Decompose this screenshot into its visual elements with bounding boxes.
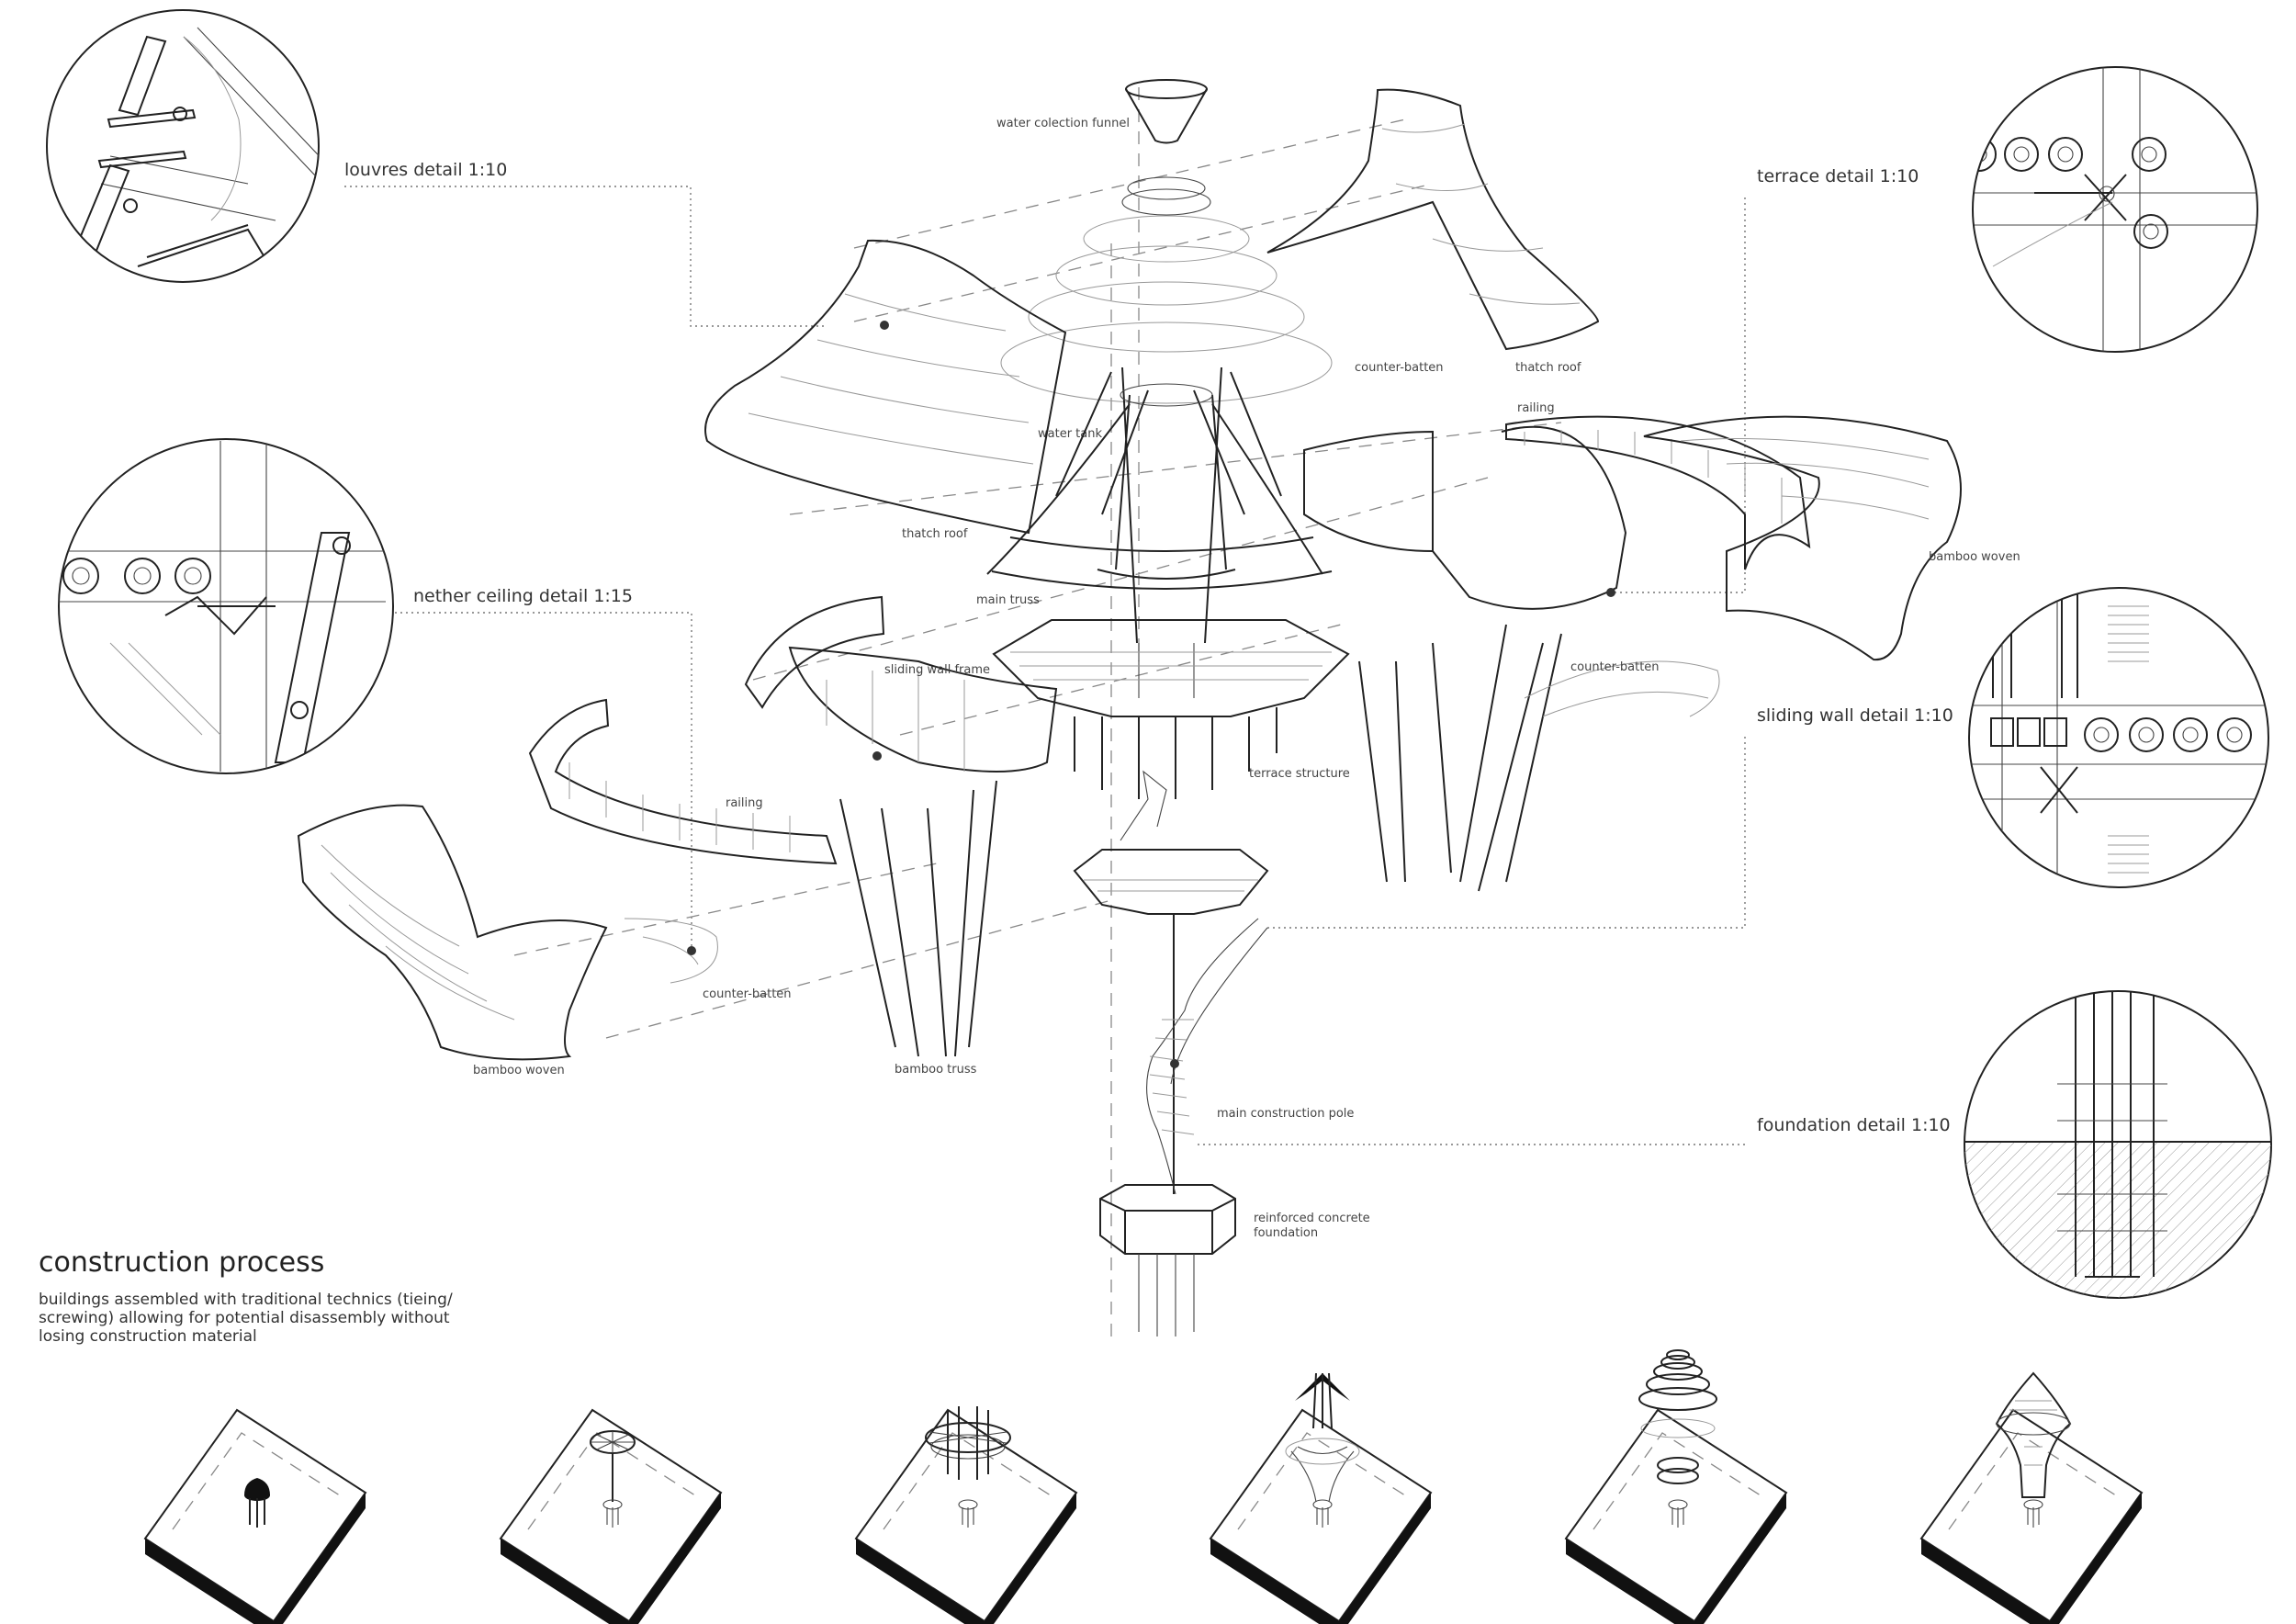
construction-process-title: construction process (39, 1246, 324, 1279)
construction-process-desc-2: screwing) allowing for potential disasse… (39, 1309, 450, 1327)
sliding-wall-detail-label: sliding wall detail 1:10 (1757, 705, 1953, 726)
louvres-detail-label: louvres detail 1:10 (344, 160, 507, 180)
right-pod: counter-batten (1303, 425, 1720, 892)
foundation-label-line2: foundation (1254, 1226, 1318, 1240)
water-collection-funnel: water colection funnel (996, 79, 1208, 144)
bamboo-woven-right-label: bamboo woven (1929, 550, 2020, 564)
water-collection-funnel-label: water colection funnel (996, 117, 1130, 130)
foundation-detail-circle: foundation detail 1:10 (1194, 990, 2272, 1299)
bamboo-truss-label: bamboo truss (895, 1063, 977, 1077)
thatch-roof-right: thatch roof (1266, 88, 1600, 375)
water-tank-rings: water tank counter-batten (1000, 176, 1444, 441)
terrace-detail-circle: terrace detail 1:10 (1612, 66, 2258, 593)
step-3-tile (854, 1406, 1078, 1624)
construction-process-desc-3: losing construction material (39, 1327, 257, 1346)
step-1-tile (143, 1408, 367, 1624)
nether-ceiling-detail-circle: nether ceiling detail 1:15 (58, 438, 692, 951)
nether-ceiling-detail-label: nether ceiling detail 1:15 (413, 586, 633, 606)
step-5-tile (1564, 1349, 1788, 1624)
step-2-tile (499, 1408, 723, 1624)
left-pod-marker (872, 751, 882, 761)
sliding-wall-frame-label: sliding wall frame (884, 663, 990, 677)
bamboo-woven-right: bamboo woven (1643, 415, 2020, 661)
counter-batten-right-label: counter-batten (1570, 660, 1660, 674)
foundation-detail-label: foundation detail 1:10 (1757, 1115, 1951, 1135)
sliding-wall-detail-circle: sliding wall detail 1:10 (1267, 587, 2269, 929)
railing-left: railing (528, 698, 838, 865)
louvres-detail-circle: louvres detail 1:10 (46, 9, 827, 327)
main-construction-pole-marker (1170, 1059, 1179, 1068)
step-4-tile (1209, 1372, 1433, 1624)
terrace-structure: terrace structure (992, 619, 1350, 799)
railing-right: railing (1505, 401, 1811, 570)
bamboo-woven-left-label: bamboo woven (473, 1064, 565, 1077)
left-pod: sliding wall frame bamboo truss (744, 595, 1058, 1077)
main-construction-pole-label: main construction pole (1217, 1107, 1354, 1121)
terrace-structure-label: terrace structure (1249, 767, 1350, 781)
terrace-detail-label: terrace detail 1:10 (1757, 166, 1919, 186)
railing-left-label: railing (726, 796, 763, 810)
step-6-tile (1919, 1371, 2144, 1624)
main-truss-label: main truss (976, 593, 1040, 607)
bamboo-woven-left: counter-batten bamboo woven (297, 804, 792, 1077)
thatch-roof-right-label: thatch roof (1515, 361, 1581, 375)
concrete-foundation: reinforced concrete foundation (1099, 1184, 1370, 1336)
projection-lines (513, 87, 1562, 1341)
counter-batten-left-marker (687, 946, 696, 955)
foundation-label-line1: reinforced concrete (1254, 1212, 1370, 1225)
construction-process-text: construction process buildings assembled… (39, 1246, 453, 1346)
right-pod-marker (1606, 588, 1615, 597)
counter-batten-top-label: counter-batten (1355, 361, 1444, 375)
main-truss: main truss (976, 367, 1333, 698)
railing-right-label: railing (1517, 401, 1555, 415)
construction-process-desc-1: buildings assembled with traditional tec… (39, 1291, 453, 1309)
counter-batten-left-label: counter-batten (703, 987, 792, 1001)
thatch-roof-left: thatch roof (704, 239, 1067, 541)
thatch-roof-left-label: thatch roof (902, 527, 968, 541)
spiral-stair: main construction pole (1073, 770, 1354, 1195)
thatch-roof-left-marker (880, 321, 889, 330)
water-tank-label: water tank (1038, 427, 1102, 441)
